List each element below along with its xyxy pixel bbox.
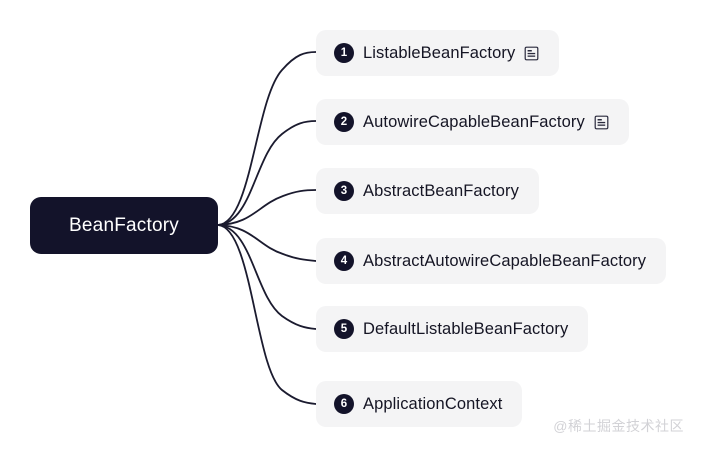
connector-line-6 — [217, 224, 317, 405]
note-icon[interactable] — [594, 115, 609, 130]
branch-label-6: ApplicationContext — [363, 394, 503, 413]
root-node-label: BeanFactory — [69, 214, 179, 236]
branch-node-6[interactable]: 6 ApplicationContext — [316, 381, 523, 427]
connector-line-4 — [217, 224, 317, 262]
branch-badge-3: 3 — [334, 181, 354, 201]
connector-line-5 — [217, 224, 317, 330]
branch-node-3[interactable]: 3 AbstractBeanFactory — [316, 168, 539, 214]
root-node-beanfactory[interactable]: BeanFactory — [30, 197, 218, 254]
branch-label-1: ListableBeanFactory — [363, 43, 516, 62]
connector-line-2 — [217, 120, 317, 226]
branch-label-2: AutowireCapableBeanFactory — [363, 112, 585, 131]
branch-label-3: AbstractBeanFactory — [363, 181, 519, 200]
connector-line-1 — [217, 51, 317, 226]
note-icon[interactable] — [524, 46, 539, 61]
branch-node-2[interactable]: 2 AutowireCapableBeanFactory — [316, 99, 629, 145]
connector-line-3 — [217, 189, 317, 226]
branch-badge-4: 4 — [334, 251, 354, 271]
branch-badge-2: 2 — [334, 112, 354, 132]
branch-label-4: AbstractAutowireCapableBeanFactory — [363, 251, 647, 270]
branch-badge-6: 6 — [334, 394, 354, 414]
branch-badge-5: 5 — [334, 319, 354, 339]
branch-node-1[interactable]: 1 ListableBeanFactory — [316, 30, 560, 76]
branch-node-5[interactable]: 5 DefaultListableBeanFactory — [316, 306, 589, 352]
branch-badge-1: 1 — [334, 43, 354, 63]
watermark: @稀土掘金技术社区 — [553, 418, 684, 434]
branch-label-5: DefaultListableBeanFactory — [363, 319, 569, 338]
branch-node-4[interactable]: 4 AbstractAutowireCapableBeanFactory — [316, 238, 667, 284]
